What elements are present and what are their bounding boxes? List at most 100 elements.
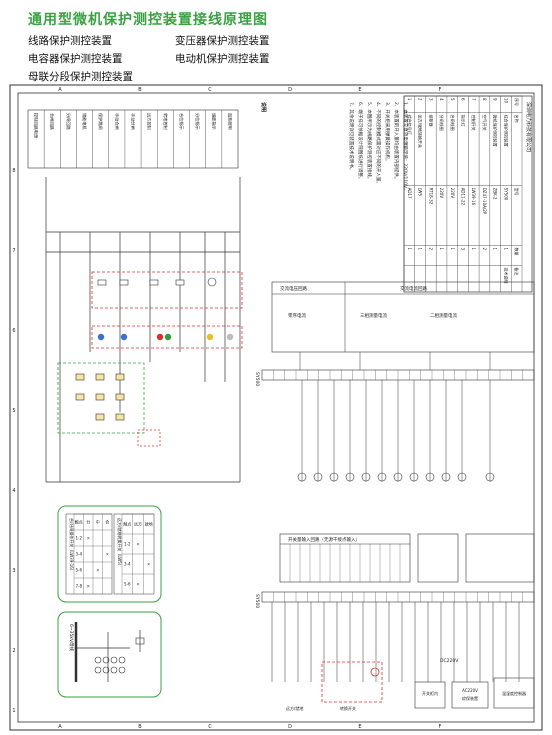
bom-cell: 指示灯 (461, 115, 467, 127)
bom-cell: 2 (428, 247, 433, 250)
switch-table-cell: 触点 (123, 521, 131, 527)
svg-text:5: 5 (12, 408, 15, 414)
control-bus-lines (45, 177, 241, 483)
bom-cell: 1 (439, 247, 444, 250)
bom-cell: 空气开关 (482, 115, 488, 131)
bom-cell: 综合信号灯 (407, 115, 413, 135)
svg-text:开关柜内: 开关柜内 (422, 690, 438, 696)
svg-text:E: E (358, 724, 361, 730)
svg-text:E: E (358, 87, 361, 93)
note-line: 4、不同的控制模式需对应不同的开入量。 (375, 102, 382, 186)
switch-table-cell: 合 (105, 519, 109, 525)
bom-cell: 分闸线圈 (439, 115, 445, 131)
svg-text:6: 6 (12, 328, 15, 334)
svg-text:7: 7 (12, 248, 15, 254)
svg-text:综保装置: 综保装置 (462, 695, 478, 701)
switch-table-cell: 就地 (145, 521, 153, 527)
bom-cell: 远方/就地转换开关 (418, 115, 424, 148)
device-transformer-protection: 变压器保护测控装置 (175, 35, 270, 47)
bom-cell: AD11-22 (461, 188, 466, 206)
bom-cell: 220V (450, 188, 455, 199)
bom-cell: 1 (407, 247, 412, 250)
bom-cell: 1 (450, 247, 455, 250)
device-motor-protection: 电动机保护测控装置 (175, 53, 270, 65)
binary-input-section: 开关量输入回路（无源干接点输入） (279, 533, 535, 583)
control-function-label: 加热照明 (226, 113, 233, 130)
bottom-device-boxes: 开关柜内 AC220V 综保装置 温湿度控制器 (414, 677, 535, 709)
switch-table-cell: × (87, 536, 90, 541)
switch-tables-panel (57, 505, 162, 603)
switch-table-cell: 分 (86, 519, 90, 525)
svg-text:远方/就地转换开关（LW5）: 远方/就地转换开关（LW5） (117, 518, 123, 568)
switch-table-cell: 3-4 (124, 562, 131, 567)
analog-section: 交流电压回路 交流电流回路 零序电流 三相测量电流 二相测量电流 (271, 281, 535, 353)
bom-cell: LW5 (418, 188, 423, 197)
control-function-label: 分闸回路 (65, 113, 72, 131)
bom-cell: 合闸线圈 (450, 115, 456, 131)
bom-cell: 序号 (514, 98, 520, 106)
control-function-label: 合位指示 (178, 113, 185, 130)
bom-table: 1综合信号灯AD1712远方/就地转换开关LW513熔断器RT18-3224分闸… (403, 95, 533, 293)
svg-text:C: C (208, 87, 212, 93)
switch-table-cell: 5-6 (75, 568, 82, 573)
row-numbers: 8 7 6 5 4 3 2 1 (12, 168, 15, 714)
bom-cell: SY500 (503, 188, 508, 201)
switch-table-cell: 1-2 (124, 542, 131, 547)
bottom-terminal-strip: SY500 (254, 591, 535, 608)
svg-text:2: 2 (12, 648, 15, 654)
switch-table-lw39: 合/分闸操作开关（LW39-16） 触点分中合1-2×3-4×5-6×7-8× (65, 513, 113, 595)
svg-text:远方/就地: 远方/就地 (286, 705, 303, 711)
switch-table-cell: × (106, 552, 109, 557)
switch-table-cell: 远方 (134, 521, 142, 527)
col-letters-top: A B C D E F (58, 87, 441, 93)
bom-cell: 1 (503, 247, 508, 250)
switch-table-cell: × (136, 582, 139, 587)
svg-text:三相测量电流: 三相测量电流 (360, 312, 387, 319)
lamp-group-box (91, 325, 243, 349)
device-line-protection: 线路保护测控装置 (28, 35, 112, 47)
inner-frame (17, 92, 535, 723)
svg-text:深圳电力科技有限公司: 深圳电力科技有限公司 (525, 102, 532, 152)
bom-cell: 2 (482, 247, 487, 250)
note-line: 1、本装置交直流电源额定值：220V/110V。 (402, 102, 409, 193)
svg-text:交流电流回路: 交流电流回路 (400, 285, 427, 292)
svg-text:A: A (58, 87, 62, 93)
bom-cell: 220V (439, 188, 444, 199)
bom-cell: 1 (407, 98, 412, 101)
switch-table-cell: × (96, 568, 99, 573)
svg-text:D: D (288, 87, 292, 93)
control-function-label: 储能电机 (81, 113, 88, 131)
svg-text:F: F (439, 724, 442, 730)
control-function-label: 储能指示 (210, 113, 217, 130)
notes-heading: 说明 (260, 102, 267, 112)
bom-cell: LW39-16 (471, 188, 476, 206)
indicator-lamps (97, 333, 234, 341)
bom-cell: 技术说明 (503, 267, 509, 283)
wiring-diagram-sheet: A B C D E F A B C D E F 8 7 6 5 4 3 2 1 … (9, 84, 543, 731)
svg-text:C: C (208, 724, 212, 730)
primary-circuit-panel (57, 611, 162, 698)
bom-cell: 10 (503, 98, 508, 104)
svg-text:A: A (58, 724, 62, 730)
svg-text:F: F (439, 87, 442, 93)
primary-circuit: 6~35kV母线 (68, 622, 145, 682)
relay-contacts (97, 277, 217, 287)
bom-cell: 备注 (514, 267, 520, 275)
page-title: 通用型微机保护测控装置接线原理图 (28, 12, 268, 28)
bom-cell: 2 (418, 98, 423, 101)
top-terminal-strip: SY500 (254, 369, 535, 386)
bom-cell: 9 (493, 98, 498, 101)
note-line: 2、本装置的开入量均由装置内部提供。 (393, 102, 400, 181)
bom-cell: 型号 (514, 188, 520, 196)
dc-power-label: DC220V (440, 658, 459, 664)
switch-table-cell: 中 (96, 519, 100, 525)
control-function-label: 远方控制 (146, 113, 153, 130)
bom-cell: 6 (461, 98, 466, 101)
control-function-table: 控制回路电源合闸回路分闸回路储能电机保护跳闸手动合闸手动分闸远方控制就地控制合位… (27, 109, 239, 169)
red-notes: 远方/就地 转换开关 (286, 705, 356, 711)
svg-text:4: 4 (12, 488, 15, 494)
control-switch-contacts (75, 373, 125, 421)
bom-cell: DZ47-10A/2P (482, 188, 487, 215)
field-contacts-box (321, 661, 383, 703)
bom-cell: AD17 (407, 188, 412, 199)
